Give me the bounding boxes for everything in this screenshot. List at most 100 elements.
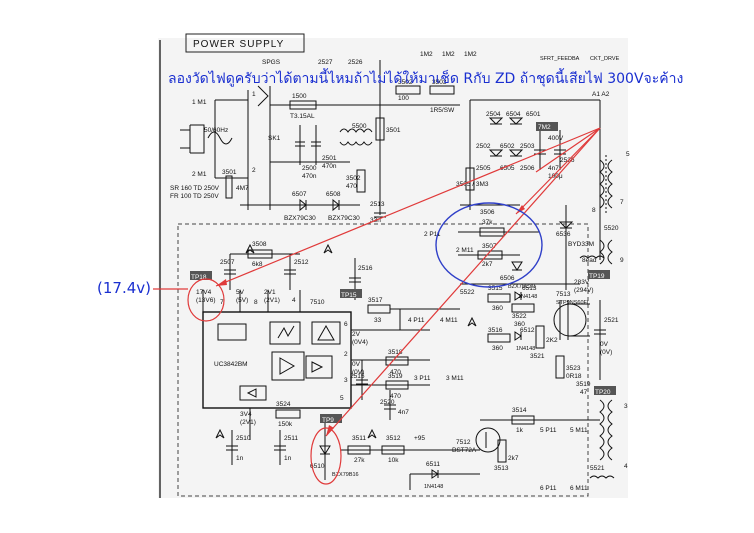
r3511-ref: 3511	[352, 435, 366, 442]
p11-4: 4 P11	[408, 317, 425, 324]
mos-d4148: 1N4148	[518, 294, 537, 300]
tp-bottom: TP9	[322, 417, 334, 424]
xfmr-dead: 8ead	[582, 257, 597, 264]
label-n1: 1	[252, 91, 256, 98]
label-feedback: SFRT_FEEDBA	[540, 56, 580, 62]
c2511-ref: 2511	[284, 435, 298, 442]
circle-m11: 2 M11	[456, 247, 474, 254]
z6510-value: BZX79B16	[332, 472, 359, 478]
label-c2502: 2502	[476, 143, 491, 150]
schematic-paper	[158, 38, 628, 498]
label-freq: 50/60Hz	[204, 127, 228, 134]
mos-v0r18: 0R18	[566, 373, 582, 380]
ic-v2v1a: 2V1	[264, 289, 276, 296]
ic-v5: 5V	[236, 289, 245, 296]
mos-r3522: 3522	[512, 313, 527, 320]
m11-3: 3 M11	[446, 375, 464, 382]
mos-v0vb: (0V)	[600, 349, 612, 356]
circle-zener-6510	[310, 427, 342, 485]
circle-zv: BZX79C30	[508, 284, 535, 290]
c4n7: 4n7	[398, 409, 409, 416]
label-r3505: 3505 / 3M3	[456, 181, 489, 188]
label-c6504: 6504	[506, 111, 521, 118]
ic-v0v4: (0V4)	[352, 339, 368, 346]
circle-port: 2 P11	[424, 231, 441, 238]
r3508-value: 6k8	[252, 261, 263, 268]
ic-pin3: 3	[344, 377, 348, 384]
circle-r3507: 3507	[482, 243, 497, 250]
xfmr-ref: 5520	[604, 225, 619, 232]
zener-6508-value: BZX79C30	[328, 215, 360, 222]
ic-v0v: 0V	[352, 361, 361, 368]
label-n4: 4	[624, 463, 628, 470]
label-3502-top: 3502	[398, 79, 413, 86]
r3524-ref: 3524	[276, 401, 291, 408]
mos-d4148b: 1N4148	[516, 346, 535, 352]
r3502b-value: 470	[346, 183, 357, 190]
m11-6: 6 M11	[570, 485, 588, 492]
cap-2500: 2500	[302, 165, 317, 172]
r3517-value: 33	[374, 317, 382, 324]
z6510-ref: 6510	[310, 463, 325, 470]
label-fr: FR 100 TD 250V	[170, 193, 219, 200]
ic-pin7: 7	[220, 299, 224, 306]
ic-v2v1b: (2V1)	[264, 297, 280, 304]
mos-c2521: 2521	[604, 317, 619, 324]
label-c6501: 6501	[526, 111, 541, 118]
label-c6505: 6505	[500, 165, 515, 172]
annotation-thai-note: ลองวัดไฟดูครับว่าได้ตามนี้ไหมถ้าไม่ได้ให…	[168, 71, 684, 87]
fuse-ref: 1500	[292, 93, 307, 100]
ic-block: 7510	[310, 299, 325, 306]
p11-6: 6 P11	[540, 485, 557, 492]
ic-v17: 17V4	[196, 289, 212, 296]
mos-r3519b: 3519	[576, 381, 591, 388]
label-r3501: 3501	[222, 169, 237, 176]
cap-470n-b: 470n	[322, 163, 337, 170]
r3524-value: 150k	[278, 421, 293, 428]
r3513-ref: 3513	[494, 465, 509, 472]
label-spgs: SPGS	[262, 59, 281, 66]
label-a1a2: A1 A2	[592, 91, 610, 98]
label-conn2: 2 M1	[192, 171, 207, 178]
ic-pin6: 6	[344, 321, 348, 328]
circle-37k: 37k	[482, 219, 493, 226]
xfmr-v283: 283V	[574, 279, 590, 286]
p11-3: 3 P11	[414, 375, 431, 382]
tp15: TP15	[341, 292, 357, 299]
label-sk1: SK1	[268, 135, 281, 142]
r3514-ref: 3514	[512, 407, 527, 414]
r3518-value: 470	[390, 369, 401, 376]
ic-pin8: 8	[254, 299, 258, 306]
c2510-value: 1n	[236, 455, 244, 462]
r3512-ref: 3512	[386, 435, 401, 442]
mos-r3516: 3516	[488, 327, 503, 334]
circle-tp18	[187, 278, 225, 322]
label-v100u: 100μ	[548, 173, 563, 180]
label-2527: 2527	[318, 59, 333, 66]
r3512-value: 10k	[388, 457, 399, 464]
c2507: 2507	[220, 259, 235, 266]
ic-v0vb: (0V)	[352, 369, 364, 376]
circle-2k7: 2k7	[482, 261, 493, 268]
r3502b-ref: 3502	[346, 175, 361, 182]
choke-ref: 5500	[352, 123, 367, 130]
label-n2: 2	[252, 167, 256, 174]
ic-v3v4: 3V4	[240, 411, 252, 418]
xfmr-d6536: 6536	[556, 231, 571, 238]
zener-6508-ref: 6508	[326, 191, 341, 198]
mos-v2k2: 2K2	[546, 337, 558, 344]
ic-v2v: 2V	[352, 331, 361, 338]
annotation-voltage-note: (17.4v)	[97, 279, 151, 297]
label-v100: 100	[398, 95, 409, 102]
r3513-value: 2k7	[508, 455, 519, 462]
label-v95: +95	[414, 435, 425, 442]
arrow-to-blue-circle	[515, 127, 601, 215]
c2516: 2516	[358, 265, 373, 272]
label-1m2-b: 1M2	[442, 51, 455, 58]
arrow-to-r3505	[535, 127, 601, 173]
circle-r3506: 3506	[480, 209, 495, 216]
q7512-value: BST72A	[452, 447, 477, 454]
label-2526: 2526	[348, 59, 363, 66]
c2513-ref: 2513	[370, 201, 385, 208]
